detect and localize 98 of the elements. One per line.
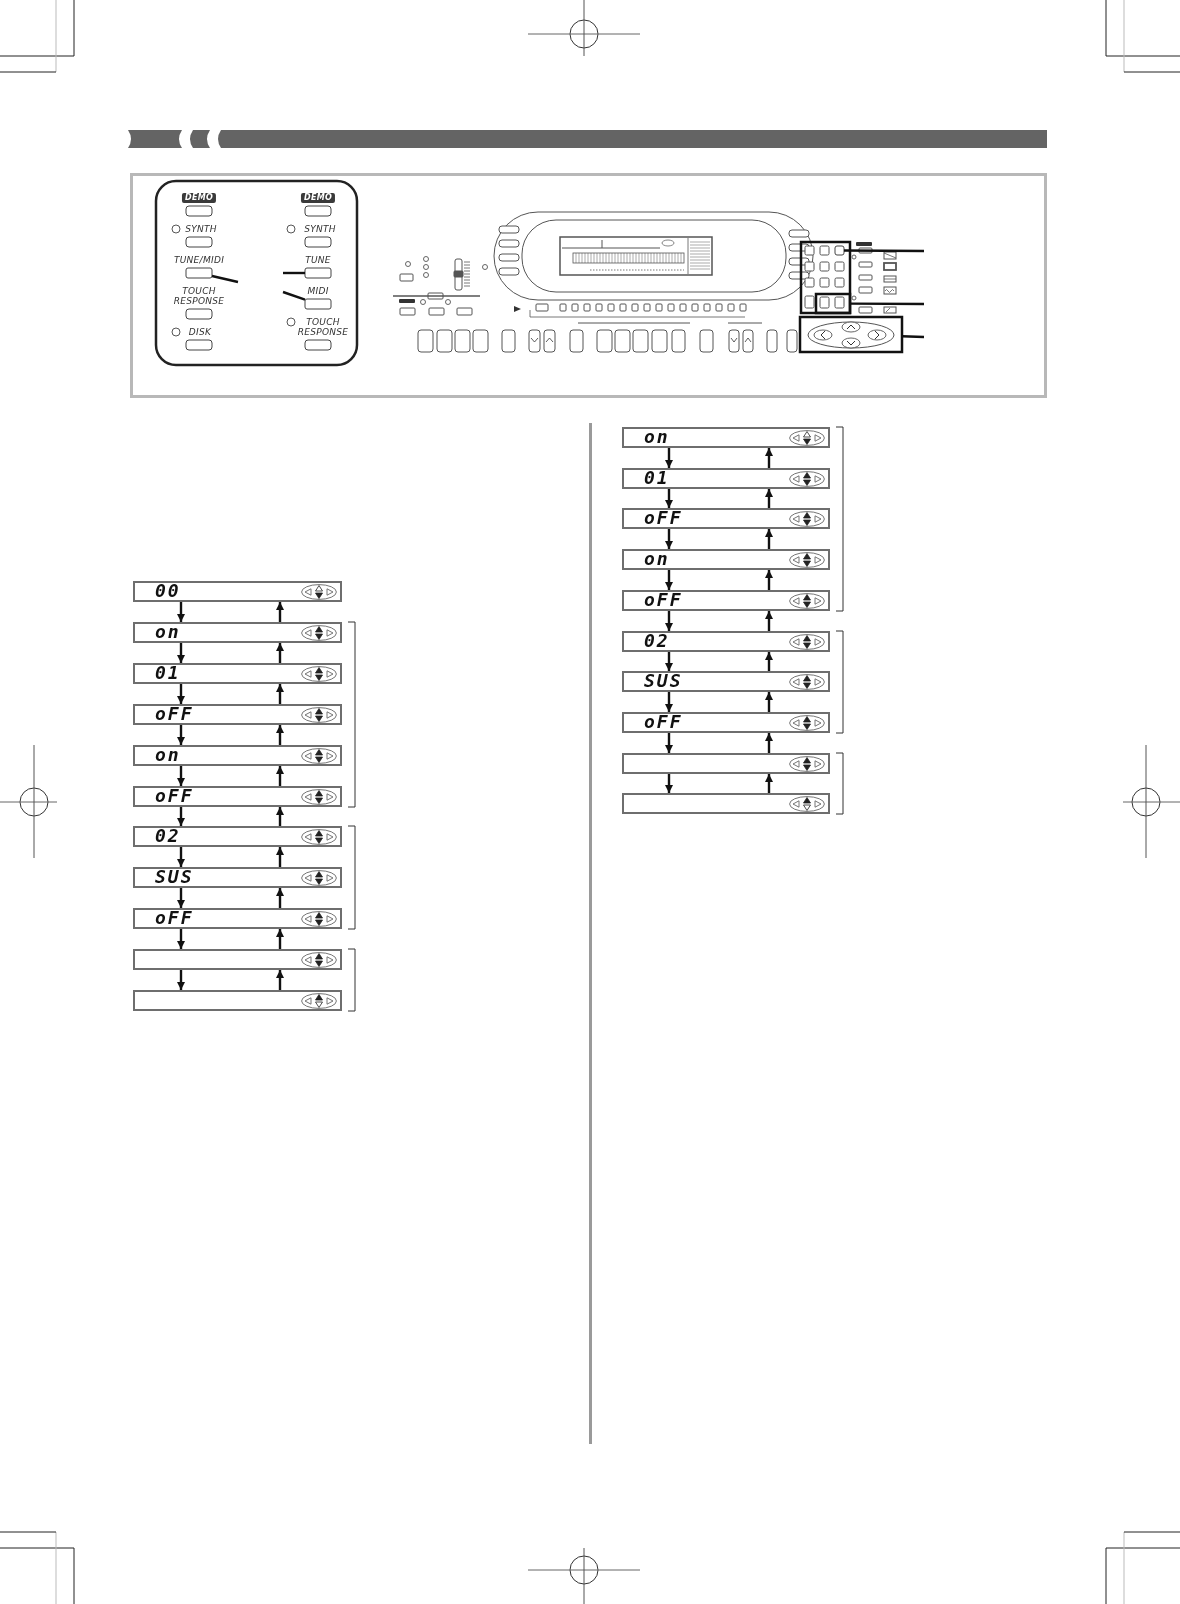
display-readout: 02 — [155, 827, 181, 845]
arrow — [177, 602, 185, 622]
arrow — [276, 602, 284, 622]
display-screen — [133, 704, 342, 725]
button-label: SYNTH — [304, 224, 336, 234]
arrow — [276, 888, 284, 908]
arrow — [765, 489, 773, 508]
display-screen — [133, 663, 342, 684]
display-screen — [622, 753, 830, 774]
button-label: TUNE — [305, 255, 331, 265]
arrow — [276, 766, 284, 786]
display-readout: oFF — [155, 705, 194, 723]
button-label: TOUCH RESPONSE — [172, 286, 226, 306]
display-screen — [133, 826, 342, 847]
display-screen — [622, 712, 830, 733]
display-readout: SUS — [155, 868, 194, 886]
arrow — [665, 611, 673, 631]
arrow — [665, 733, 673, 753]
keyboard-button — [834, 245, 845, 256]
arrow — [765, 448, 773, 468]
display-screen — [133, 622, 342, 643]
display-readout: 01 — [155, 664, 181, 682]
arrow — [765, 611, 773, 631]
display-readout: oFF — [644, 509, 683, 527]
display-readout: SUS — [644, 672, 683, 690]
arrow — [177, 970, 185, 990]
leader-line — [283, 271, 305, 275]
arrow — [276, 807, 284, 826]
cursor-pad-frame — [798, 315, 904, 354]
display-readout: on — [644, 428, 670, 446]
keyboard-button — [304, 267, 332, 279]
arrow — [765, 692, 773, 712]
display-screen — [622, 427, 830, 448]
arrow — [765, 652, 773, 671]
display-screen — [133, 745, 342, 766]
display-readout: oFF — [155, 909, 194, 927]
display-screen — [133, 867, 342, 888]
arrow — [665, 489, 673, 508]
display-readout: 00 — [155, 582, 181, 600]
display-readout: oFF — [644, 713, 683, 731]
arrow — [177, 766, 185, 786]
arrow — [177, 643, 185, 663]
button-label: TUNE/MIDI — [173, 255, 225, 265]
button-label: DEMO — [300, 193, 336, 203]
arrow — [276, 725, 284, 745]
arrow — [665, 652, 673, 671]
display-readout: oFF — [155, 787, 194, 805]
display-readout: on — [644, 550, 670, 568]
button-label: MIDI — [307, 286, 329, 296]
display-screen — [622, 631, 830, 652]
leader-line — [901, 335, 925, 339]
arrow — [665, 448, 673, 468]
arrow — [177, 929, 185, 949]
arrow — [177, 684, 185, 704]
keyboard-button — [304, 298, 332, 310]
arrow — [177, 807, 185, 826]
arrow — [665, 774, 673, 793]
display-screen — [133, 949, 342, 970]
leader-line — [850, 302, 924, 306]
arrow — [276, 970, 284, 990]
display-readout: on — [155, 746, 181, 764]
display-screen — [133, 786, 342, 807]
arrow — [276, 643, 284, 663]
leader-line — [282, 290, 306, 301]
display-screen — [622, 508, 830, 529]
display-screen — [622, 590, 830, 611]
button-label: TOUCH RESPONSE — [296, 317, 350, 337]
button-pair-frame — [814, 292, 852, 315]
display-screen — [133, 990, 342, 1011]
button-label: SYNTH — [185, 224, 217, 234]
display-screen — [622, 671, 830, 692]
arrow — [765, 570, 773, 590]
arrow — [276, 684, 284, 704]
display-screen — [133, 581, 342, 602]
arrow — [765, 774, 773, 793]
arrow — [177, 888, 185, 908]
display-screen — [622, 468, 830, 489]
display-readout: 02 — [644, 632, 670, 650]
arrow — [177, 725, 185, 745]
button-label: DEMO — [181, 193, 217, 203]
leader-line — [844, 249, 924, 253]
keyboard-button — [185, 267, 213, 279]
arrow — [665, 692, 673, 712]
arrow — [665, 529, 673, 549]
display-readout: oFF — [644, 591, 683, 609]
arrow — [276, 929, 284, 949]
arrow — [177, 847, 185, 867]
arrow — [765, 529, 773, 549]
arrow — [765, 733, 773, 753]
arrow — [276, 847, 284, 867]
display-screen — [622, 549, 830, 570]
leader-line — [211, 274, 239, 284]
arrow — [665, 570, 673, 590]
display-screen — [622, 793, 830, 814]
display-readout: 01 — [644, 469, 670, 487]
button-label: DISK — [188, 327, 212, 337]
display-readout: on — [155, 623, 181, 641]
display-screen — [133, 908, 342, 929]
